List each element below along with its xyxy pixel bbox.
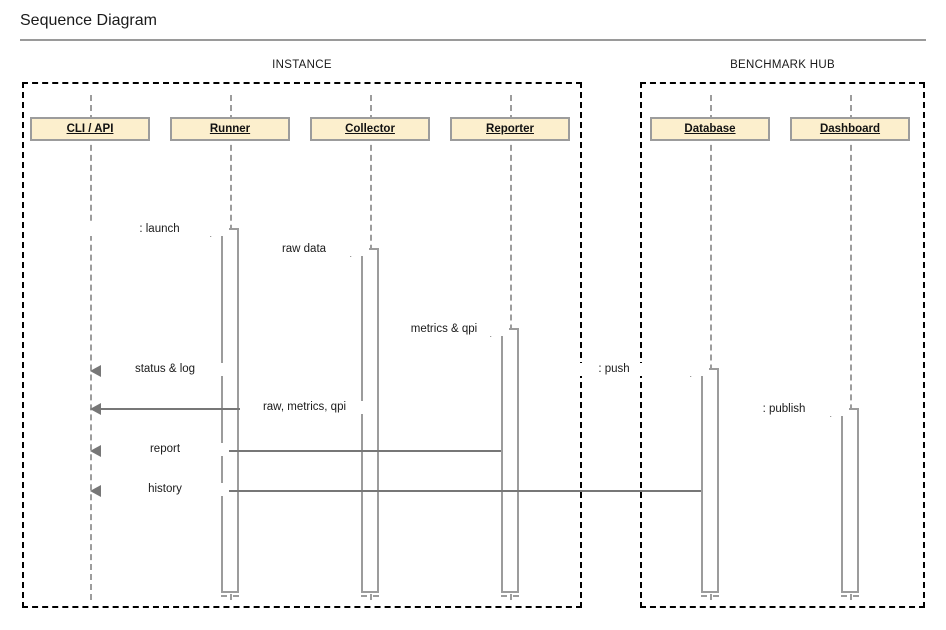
message-label-publish: : publish (719, 403, 849, 416)
message-arrowhead-status-log (90, 365, 101, 377)
message-label-raw-data: raw data (239, 243, 369, 256)
activation-runner (221, 228, 239, 593)
message-label-metrics-qpi: metrics & qpi (379, 323, 509, 336)
participant-reporter[interactable]: Reporter (450, 117, 570, 141)
participant-label-dashboard: Dashboard (819, 123, 881, 135)
lifeline-dashboard (850, 95, 852, 600)
participant-database[interactable]: Database (650, 117, 770, 141)
message-label-history: history (101, 483, 229, 496)
message-label-push: : push (519, 363, 709, 376)
message-line-raw-metrics-qpi (101, 408, 361, 410)
lifeline-cli-api (90, 95, 92, 600)
message-arrowhead-report (90, 445, 101, 457)
participant-dashboard[interactable]: Dashboard (790, 117, 910, 141)
message-line-history (101, 490, 701, 492)
participant-label-reporter: Reporter (486, 123, 534, 135)
message-label-status-log: status & log (101, 363, 229, 376)
lifeline-database (710, 95, 712, 600)
activation-tail-database (701, 595, 719, 597)
group-label-instance: INSTANCE (272, 59, 332, 71)
message-label-launch: : launch (90, 223, 229, 236)
message-label-raw-metrics-qpi: raw, metrics, qpi (240, 401, 369, 414)
message-line-report (101, 450, 501, 452)
message-label-report: report (101, 443, 229, 456)
title-divider (20, 39, 926, 41)
participant-cli-api[interactable]: CLI / API (30, 117, 150, 141)
participant-label-database: Database (684, 123, 736, 135)
activation-tail-dashboard (841, 595, 859, 597)
group-frame-benchmark-hub (640, 82, 925, 608)
participant-collector[interactable]: Collector (310, 117, 430, 141)
activation-database (701, 368, 719, 593)
participant-runner[interactable]: Runner (170, 117, 290, 141)
activation-tail-runner (221, 595, 239, 597)
group-label-benchmark-hub: BENCHMARK HUB (730, 59, 835, 71)
activation-tail-reporter (501, 595, 519, 597)
activation-collector (361, 248, 379, 593)
activation-dashboard (841, 408, 859, 593)
participant-label-runner: Runner (209, 123, 251, 135)
activation-reporter (501, 328, 519, 593)
message-arrowhead-raw-metrics-qpi (90, 403, 101, 415)
participant-label-cli-api: CLI / API (66, 123, 114, 135)
message-arrowhead-history (90, 485, 101, 497)
page-title: Sequence Diagram (20, 12, 157, 29)
activation-tail-collector (361, 595, 379, 597)
participant-label-collector: Collector (345, 123, 395, 135)
group-frame-instance (22, 82, 582, 608)
